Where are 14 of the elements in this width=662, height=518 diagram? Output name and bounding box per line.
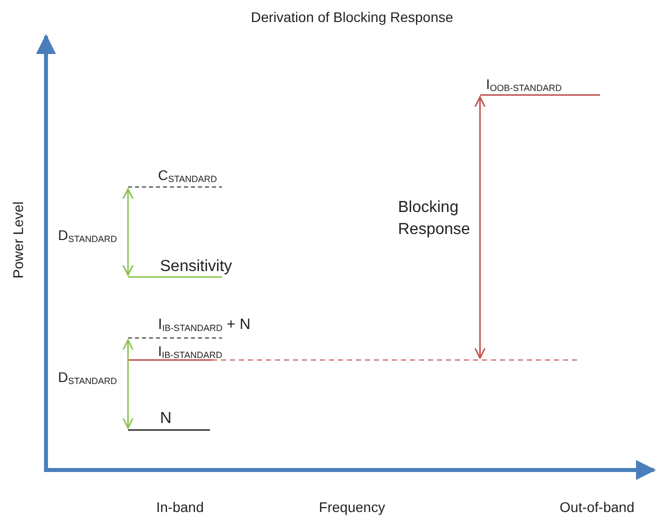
axis-tick-label: Out-of-band [560,499,634,515]
level-label: I$_{OOB-STANDARD}$ [486,76,562,92]
axis-title: Power Level [10,201,26,279]
chart-title: Derivation of Blocking Response [250,9,454,25]
level-label: N [160,411,172,427]
level-label: C$_{STANDARD}$ [158,167,217,183]
level-label: I$_{IB-STANDARD}$ [158,343,222,359]
dimension-label: Blocking Response [398,198,472,240]
axis-tick-label: In-band [156,499,204,515]
level-label: I$_{IB-STANDARD}$ + N [158,317,250,333]
dimension-label: D$_{STANDARD}$ [58,369,117,385]
axis-title: Frequency [318,499,386,515]
level-label: Sensitivity [160,259,232,275]
dimension-label: D$_{STANDARD}$ [58,227,117,243]
